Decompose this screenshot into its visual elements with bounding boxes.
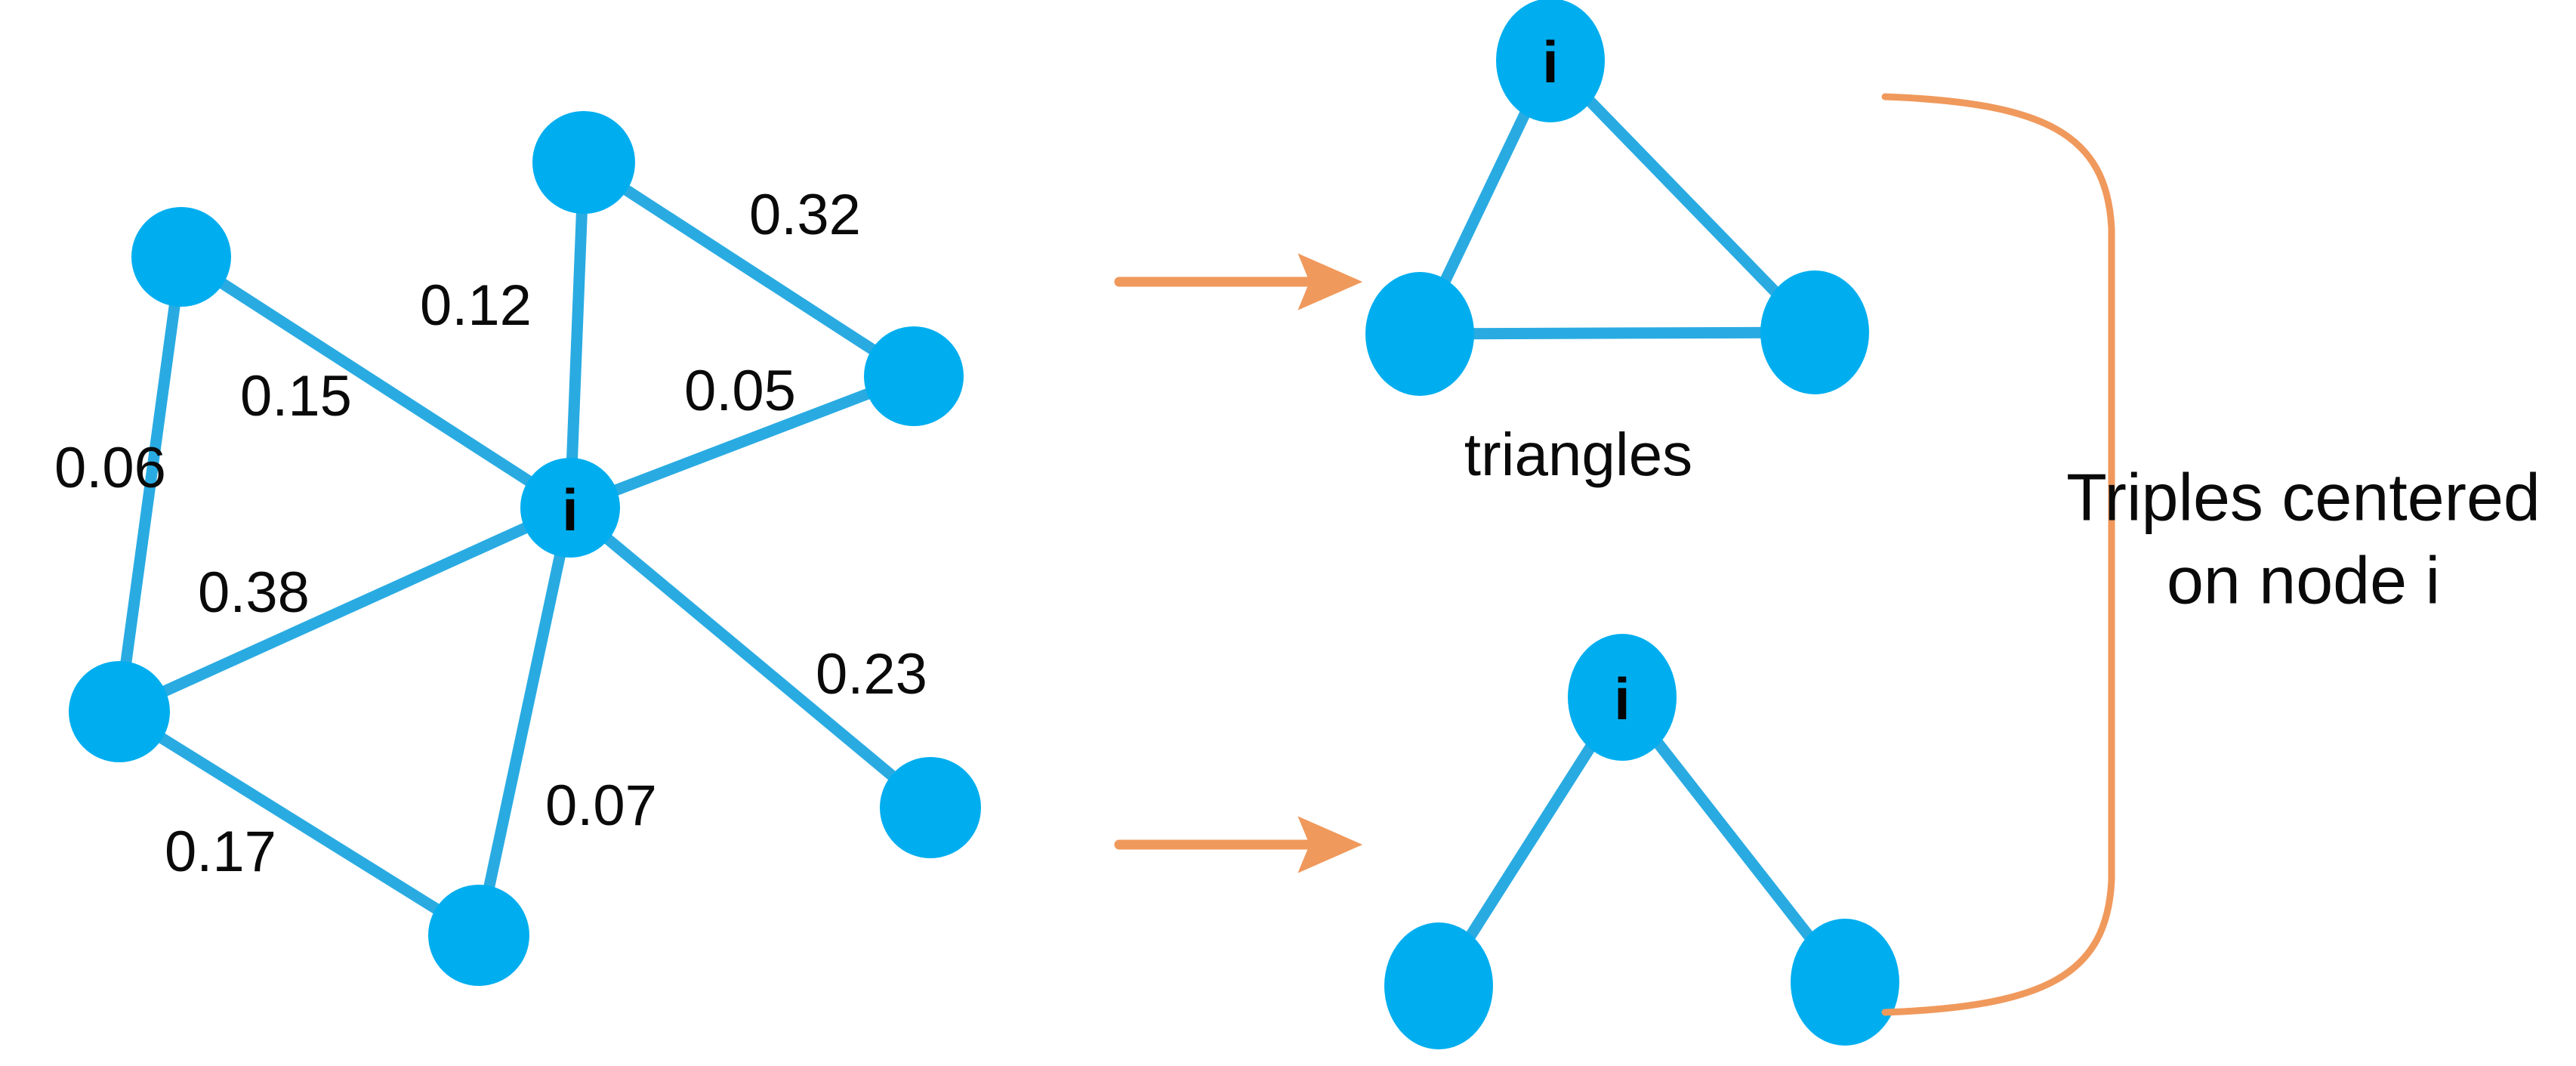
edge-weight-bottom-left-center-i: 0.38 xyxy=(198,561,310,625)
triangle-node-label-tri-i: i xyxy=(1542,29,1559,95)
graph-edge xyxy=(473,502,576,941)
brace-path xyxy=(1881,93,2115,1016)
graph-edge xyxy=(564,502,936,814)
triangle-node-tri-bl[interactable] xyxy=(1365,272,1474,396)
graph-node-group: i xyxy=(69,111,981,986)
graph-node-top-left[interactable] xyxy=(131,207,231,307)
graph-node-bottom-right[interactable] xyxy=(880,757,981,858)
edge-weight-label-group: 0.06 0.15 0.12 0.32 0.05 0.38 0.17 0.07 0.23 xyxy=(54,183,927,884)
graph-edge xyxy=(113,251,187,718)
triangle-edge xyxy=(1414,326,1821,340)
edge-weight-top-center-right: 0.32 xyxy=(749,183,861,247)
triple-node-group: i xyxy=(1384,634,1899,1049)
edge-weight-bottom-left-bottom: 0.17 xyxy=(165,820,276,884)
triangle-node-group: i xyxy=(1365,0,1869,396)
curly-brace: Triples centered on node i xyxy=(1881,93,2541,1016)
graph-edge xyxy=(564,156,590,514)
triple-node-trp-i[interactable] xyxy=(1568,634,1677,761)
graph-node-label-center-i: i xyxy=(562,477,578,543)
arrow-group xyxy=(1114,253,1363,873)
brace-label-line-1: Triples centered xyxy=(2066,459,2541,534)
edge-weight-right-center-i: 0.05 xyxy=(684,359,796,423)
edge-weight-top-left-bottom-left: 0.06 xyxy=(54,436,166,500)
graph-edge xyxy=(175,251,576,514)
edge-weight-center-i-bottom: 0.07 xyxy=(545,774,657,838)
graph-edge-group xyxy=(113,156,936,941)
graph-edge xyxy=(113,502,576,718)
graph-node-bottom-left[interactable] xyxy=(69,661,170,762)
edge-weight-top-center-center-i: 0.12 xyxy=(420,273,532,338)
graph-edge xyxy=(113,706,485,941)
triangle-edge-group xyxy=(1414,54,1821,340)
brace-label-line-2: on node i xyxy=(2167,542,2440,617)
graph-node-top-center[interactable] xyxy=(532,111,635,214)
edge-weight-center-i-bottom-right: 0.23 xyxy=(816,642,927,706)
edge-weight-top-left-center-i: 0.15 xyxy=(240,364,352,428)
triple-node-trp-bl[interactable] xyxy=(1384,922,1493,1049)
triangle-node-tri-i[interactable] xyxy=(1496,0,1605,122)
graph-node-bottom[interactable] xyxy=(428,885,529,986)
triangle-node-tri-br[interactable] xyxy=(1760,270,1869,394)
graph-node-center-i[interactable] xyxy=(520,458,620,558)
triangle-motif: i triangles xyxy=(1365,0,1869,488)
triple-edge xyxy=(1616,691,1851,988)
triple-motif: i xyxy=(1384,634,1899,1049)
triangles-caption: triangles xyxy=(1464,421,1692,488)
weighted-graph: i 0.06 0.15 0.12 0.32 0.05 0.38 0.17 0.07 0.23 xyxy=(54,111,981,986)
triple-node-label-trp-i: i xyxy=(1614,666,1630,732)
graph-edge xyxy=(578,156,920,382)
graph-edge xyxy=(564,370,920,514)
graph-node-right[interactable] xyxy=(864,326,964,426)
triangle-edge xyxy=(1544,54,1821,338)
triple-node-trp-br[interactable] xyxy=(1791,919,1899,1046)
